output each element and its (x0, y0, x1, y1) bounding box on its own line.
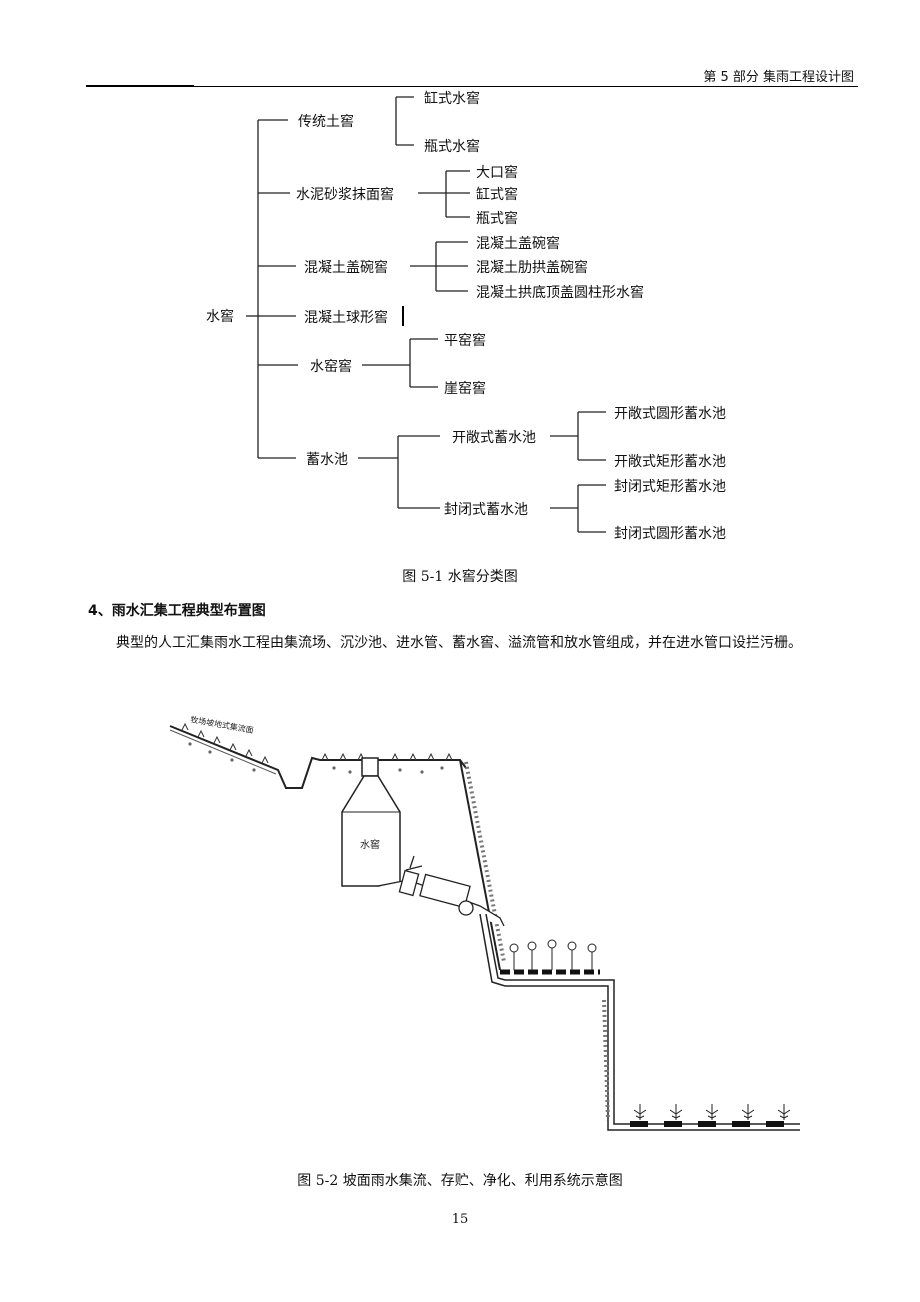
page-header: 第 5 部分 集雨工程设计图 (703, 70, 854, 85)
tree-leaf: 封闭式圆形蓄水池 (614, 526, 726, 542)
tree-leaf: 开敞式矩形蓄水池 (614, 454, 726, 470)
upper-terrace (500, 939, 600, 975)
tree-leaf: 缸式水窖 (424, 90, 480, 107)
section-paragraph: 典型的人工汇集雨水工程由集流场、沉沙池、进水管、蓄水窖、溢流管和放水管组成，并在… (116, 635, 802, 651)
tree-leaf: 瓶式水窖 (424, 138, 480, 155)
slope-label: 牧场坡地式集流面 (190, 714, 255, 735)
cellar-label: 水窖 (360, 838, 380, 851)
classification-tree: 水窖 传统土窖 缸式水窖 瓶式水窖 水泥砂浆抹面窖 大口窖 缸式窖 瓶式窖 混凝… (206, 90, 726, 542)
tree-root: 水窖 (206, 308, 234, 325)
tree-group-label: 水泥砂浆抹面窖 (296, 186, 394, 203)
tree-leaf: 封闭式矩形蓄水池 (614, 479, 726, 495)
tree-leaf: 开敞式圆形蓄水池 (614, 406, 726, 422)
tree-leaf: 混凝土拱底顶盖圆柱形水窖 (476, 284, 644, 301)
steep-slope (459, 759, 506, 971)
tree-subgroup-label: 开敞式蓄水池 (452, 430, 536, 446)
tree-group-label: 蓄水池 (306, 452, 348, 468)
tree-group-label: 传统土窖 (298, 113, 354, 130)
figure-1-caption: 图 5-1 水窖分类图 (402, 569, 518, 585)
tree-leaf: 瓶式窖 (476, 210, 518, 227)
tree-leaf: 平窑窖 (444, 332, 486, 349)
steep-slope-lower (602, 999, 610, 1121)
page-number: 15 (451, 1212, 469, 1227)
outlet-filter (377, 855, 505, 927)
tree-group-label: 混凝土盖碗窖 (304, 259, 388, 276)
figure-2-caption: 图 5-2 坡面雨水集流、存贮、净化、利用系统示意图 (297, 1173, 623, 1189)
tree-leaf: 大口窖 (476, 164, 518, 181)
tree-group-label: 混凝土球形窖 (304, 309, 388, 326)
tree-leaf: 崖窑窖 (444, 380, 486, 397)
tree-subgroup-label: 封闭式蓄水池 (444, 502, 528, 518)
rainwater-system-diagram: 牧场坡地式集流面 水窖 (169, 714, 800, 1131)
tree-leaf: 混凝土肋拱盖碗窖 (476, 259, 588, 276)
water-cellar (341, 757, 401, 887)
section-heading: 4、雨水汇集工程典型布置图 (88, 603, 266, 619)
tree-leaf: 缸式窖 (476, 186, 518, 203)
lower-terrace (630, 1104, 800, 1127)
catchment-slope (169, 722, 467, 789)
tree-leaf: 混凝土盖碗窖 (476, 235, 560, 252)
tree-group-label: 水窑窖 (310, 358, 352, 375)
header-rule (86, 86, 858, 87)
